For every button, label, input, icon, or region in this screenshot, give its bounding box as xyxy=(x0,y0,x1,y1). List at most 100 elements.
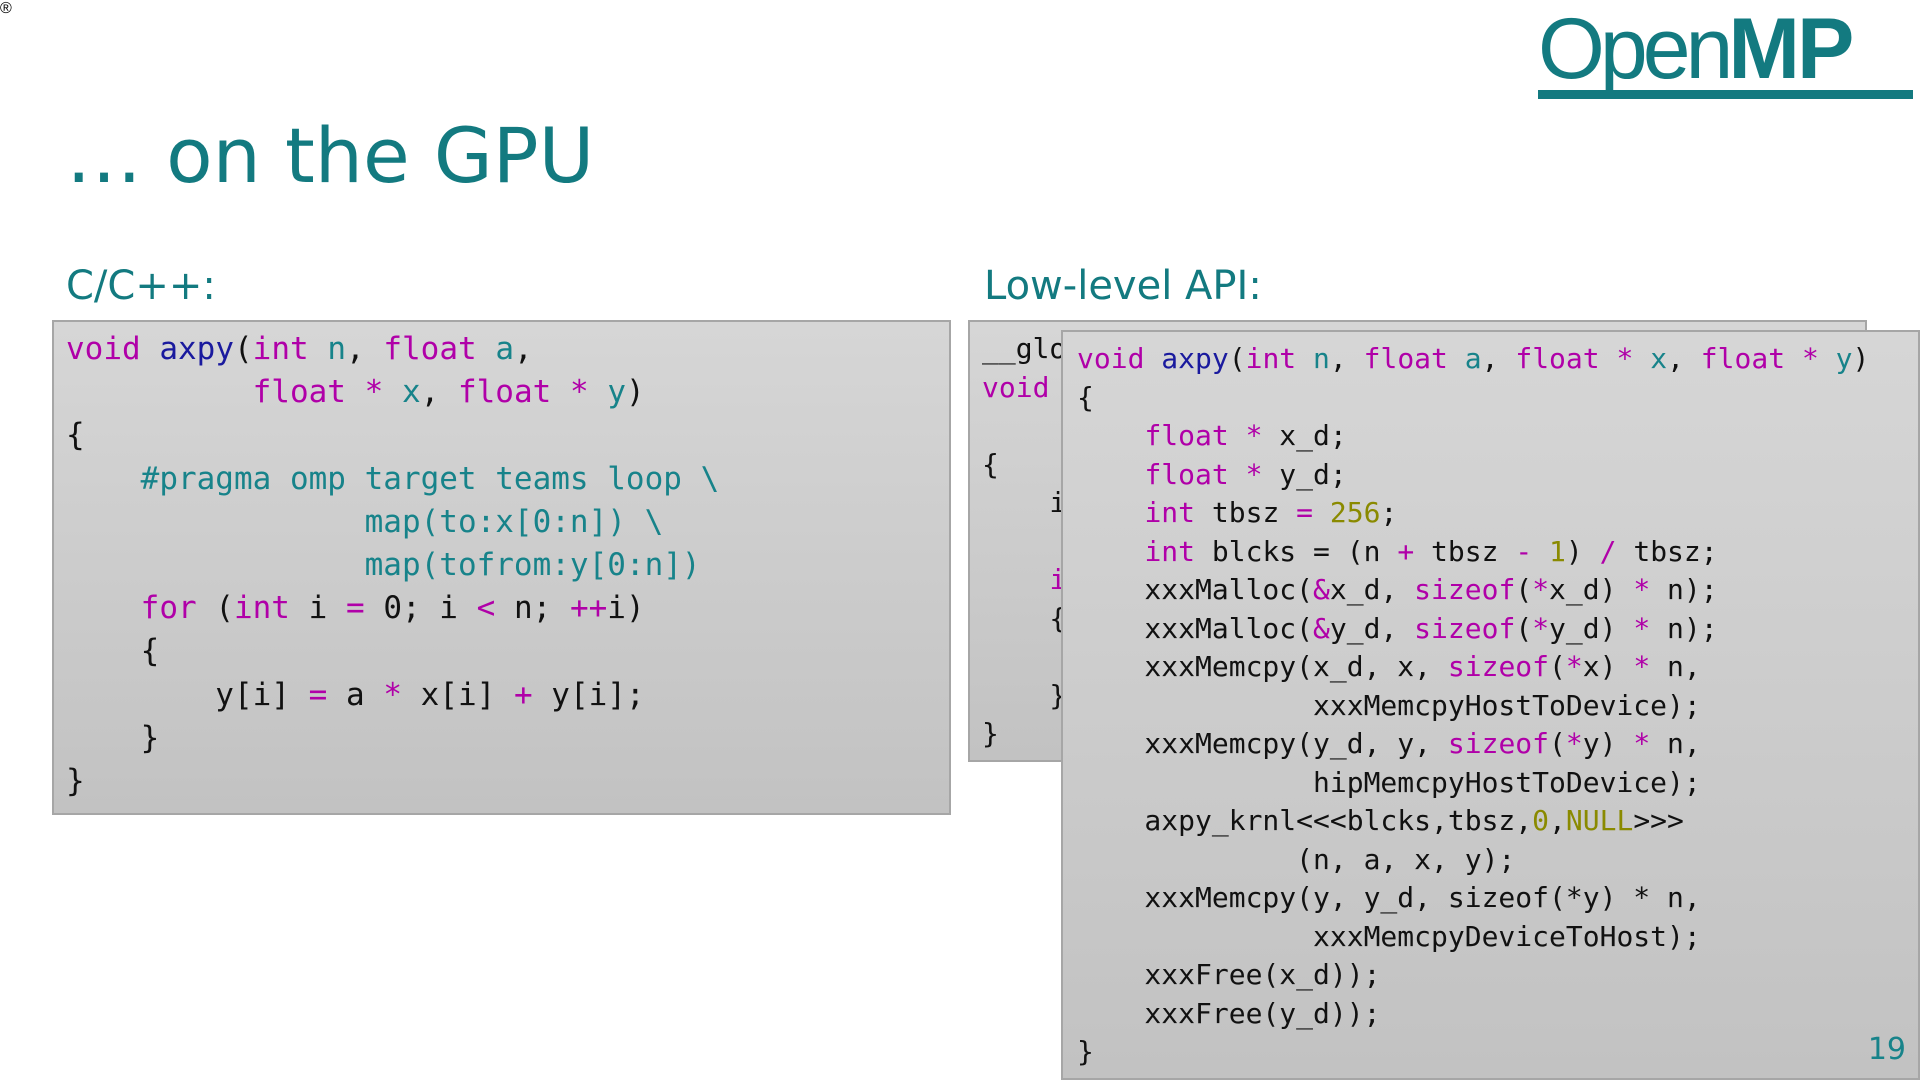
code-token: , xyxy=(1549,804,1566,837)
code-token: xxxMemcpy(x_d, x, xyxy=(1077,650,1448,683)
code-token: a xyxy=(327,676,384,713)
code-token xyxy=(141,331,160,367)
code-token: n); xyxy=(1650,573,1718,606)
code-token: x_d; xyxy=(1262,419,1347,452)
code-token: float xyxy=(1144,419,1229,452)
code-line: map(tofrom:y[0:n]) xyxy=(66,544,719,587)
code-token: xxxMalloc( xyxy=(1077,611,1314,645)
code-token xyxy=(1532,535,1549,568)
logo-text-bold: MP xyxy=(1728,1,1854,97)
code-token: axpy xyxy=(1161,342,1229,375)
slide-title: … on the GPU xyxy=(66,111,595,200)
code-token: ; xyxy=(1380,496,1398,529)
code-line: xxxMalloc(&x_d, sizeof(*x_d) * n); xyxy=(1077,571,1869,610)
code-token: sizeof xyxy=(1447,727,1550,760)
code-token: map(to:x[0:n]) \ xyxy=(364,503,664,540)
code-token: } xyxy=(66,763,85,800)
code-token: { xyxy=(66,417,85,454)
code-token: } xyxy=(982,678,1067,712)
code-token: y) xyxy=(1582,727,1634,760)
low-level-host-code-panel: void axpy(int n, float a, float * x, flo… xyxy=(1061,330,1920,1080)
page-number: 19 xyxy=(1867,1032,1906,1067)
code-line: xxxMemcpyDeviceToHost); xyxy=(1077,918,1869,957)
openmp-logo-wordmark: OpenMP xyxy=(1538,6,1854,92)
code-line: y[i] = a * x[i] + y[i]; xyxy=(66,674,719,717)
code-token: ( xyxy=(196,590,234,627)
code-token: int xyxy=(252,331,309,367)
code-token: ( xyxy=(1549,650,1566,683)
code-token xyxy=(1633,342,1650,375)
code-token: 0; i xyxy=(364,590,477,627)
code-token: (n, a, x, y); xyxy=(1077,842,1516,876)
code-token xyxy=(1077,535,1144,568)
code-token: n, xyxy=(1650,727,1701,760)
code-token: = xyxy=(345,590,365,627)
code-token: >>> xyxy=(1633,804,1684,837)
code-line: int tbsz = 256; xyxy=(1077,494,1869,533)
code-token: sizeof xyxy=(1414,573,1516,606)
code-token: y[i]; xyxy=(532,676,645,713)
code-line: xxxMemcpyHostToDevice); xyxy=(1077,687,1869,726)
code-token xyxy=(1144,342,1161,375)
code-token: n; xyxy=(495,590,570,627)
code-token: * xyxy=(1633,611,1651,645)
code-line: for (int i = 0; i < n; ++i) xyxy=(66,587,719,630)
code-token: int xyxy=(1144,534,1196,568)
code-token: xxxMemcpy(y, y_d, sizeof(*y) * n, xyxy=(1077,881,1701,914)
code-line: float * x_d; xyxy=(1077,417,1869,456)
host-code-block: void axpy(int n, float a, float * x, flo… xyxy=(1077,340,1869,1072)
code-line: #pragma omp target teams loop \ xyxy=(66,458,720,501)
code-token: x[i] xyxy=(401,676,514,713)
code-token: { xyxy=(982,601,1067,635)
code-token xyxy=(1600,342,1617,375)
code-token: x_d, xyxy=(1329,573,1415,606)
code-token: y_d; xyxy=(1262,457,1347,491)
code-token xyxy=(982,640,999,673)
code-token xyxy=(1313,496,1330,529)
code-token: x xyxy=(401,374,421,411)
code-token: void xyxy=(982,370,1050,404)
code-token: a xyxy=(1464,342,1482,375)
code-token: { xyxy=(982,447,999,481)
code-token xyxy=(1785,342,1802,375)
code-line: void axpy(int n, float a, float * x, flo… xyxy=(1077,340,1869,379)
code-token: i) xyxy=(607,590,645,627)
code-token: xxxMemcpy(y_d, y, xyxy=(1077,727,1448,760)
code-token: n xyxy=(1313,342,1330,375)
code-token: i xyxy=(982,486,1067,519)
code-token xyxy=(1229,419,1246,452)
code-token: , xyxy=(420,374,458,411)
logo-underline xyxy=(1538,90,1913,99)
code-token: * xyxy=(1616,342,1634,375)
code-line: float * y_d; xyxy=(1077,456,1869,495)
code-token: x) xyxy=(1582,650,1634,683)
code-token: ( xyxy=(1228,342,1246,375)
code-token: xxxMalloc( xyxy=(1077,573,1314,606)
code-token: y_d, xyxy=(1329,611,1415,645)
code-token: * xyxy=(1633,727,1651,760)
code-token: y_d) xyxy=(1549,611,1634,645)
code-token: tbsz xyxy=(1195,496,1297,529)
code-token: x xyxy=(1650,342,1668,375)
code-line: { xyxy=(66,630,719,673)
code-token: xxxFree(y_d)); xyxy=(1077,996,1381,1030)
logo-registered-mark: ® xyxy=(0,0,12,17)
code-token xyxy=(1229,458,1246,491)
code-token: float xyxy=(1515,342,1600,375)
code-token: for xyxy=(140,590,197,627)
code-line: { xyxy=(982,446,1218,485)
code-token: * xyxy=(1565,650,1583,683)
code-line: xxxMemcpy(y, y_d, sizeof(*y) * n, xyxy=(1077,879,1869,918)
code-token: * xyxy=(1633,573,1651,606)
code-token: , xyxy=(1667,342,1701,375)
openmp-logo: OpenMP xyxy=(1538,6,1913,104)
code-token: * xyxy=(569,374,589,411)
code-token: n); xyxy=(1650,611,1718,645)
code-line: axpy_krnl<<<blcks,tbsz,0,NULL>>> xyxy=(1077,802,1869,841)
code-token: x_d) xyxy=(1549,573,1634,606)
code-token xyxy=(589,374,608,410)
code-token: * xyxy=(1532,573,1550,606)
code-token: } xyxy=(66,719,160,756)
left-panel-label: C/C++: xyxy=(66,263,216,309)
code-token: n xyxy=(327,331,346,367)
